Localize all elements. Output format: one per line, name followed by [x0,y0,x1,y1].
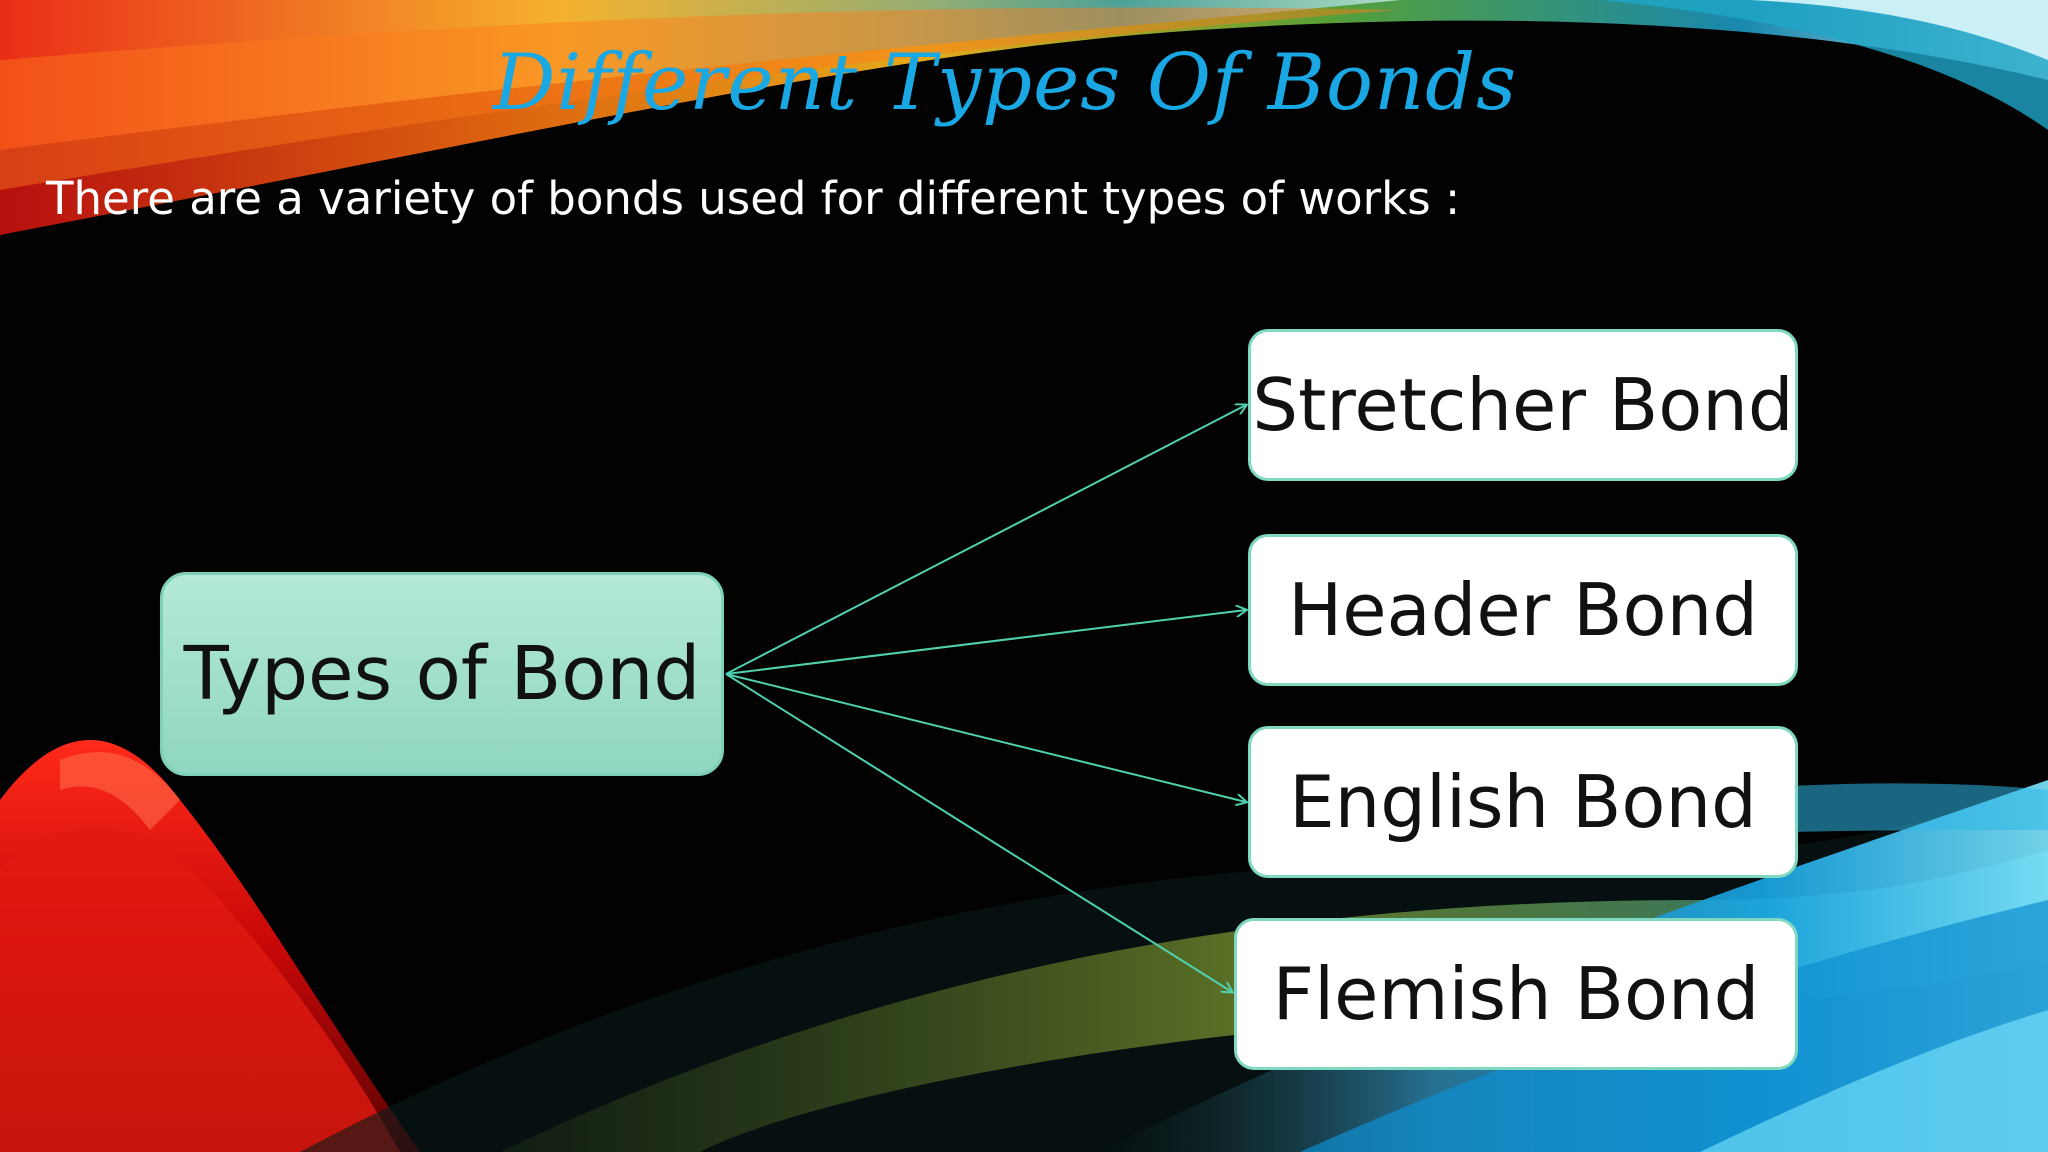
node-english-bond: English Bond [1248,726,1798,878]
slide-title: Different Types Of Bonds [492,38,1518,128]
node-stretcher-bond: Stretcher Bond [1248,329,1798,481]
node-header-bond: Header Bond [1248,534,1798,686]
slide-subtitle: There are a variety of bonds used for di… [46,172,1461,225]
root-node-types-of-bond: Types of Bond [160,572,724,776]
node-flemish-bond: Flemish Bond [1234,918,1798,1070]
